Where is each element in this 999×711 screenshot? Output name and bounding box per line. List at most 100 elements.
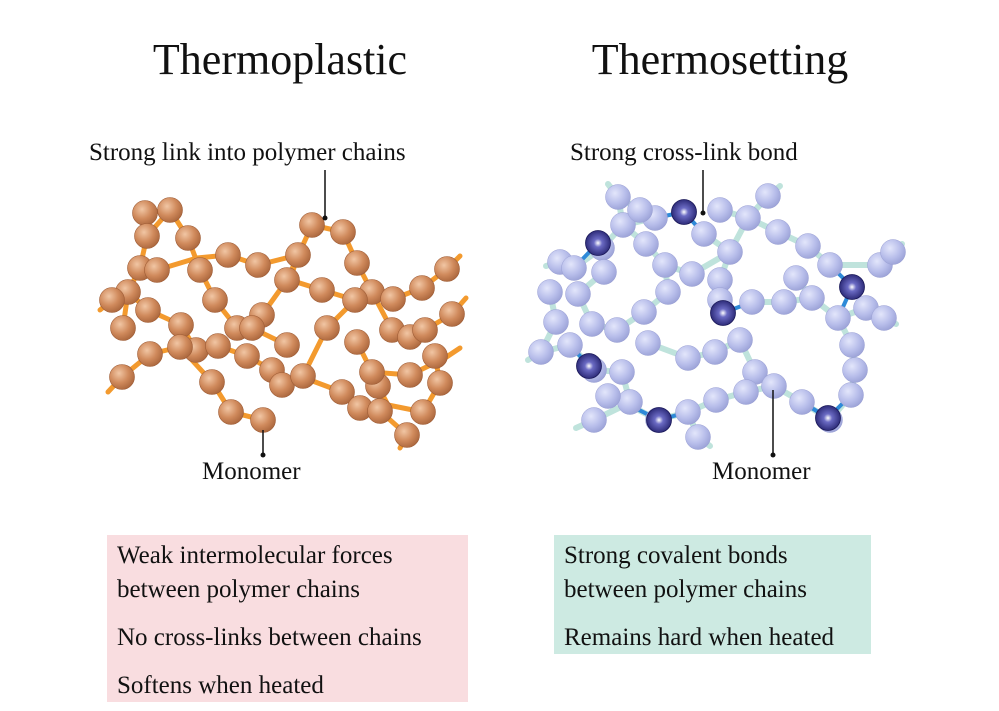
thermosetting-monomer	[727, 327, 753, 353]
thermoplastic-monomer	[285, 242, 311, 268]
thermoplastic-monomer	[380, 286, 406, 312]
thermosetting-monomer	[595, 383, 621, 409]
label-cross-link-bond: Strong cross-link bond	[570, 139, 798, 166]
thermoplastic-monomer	[409, 275, 435, 301]
thermoplastic-monomer	[245, 252, 271, 278]
title-thermoplastic: Thermoplastic	[152, 35, 408, 84]
thermoplastic-monomer	[99, 287, 125, 313]
thermosetting-monomer	[795, 233, 821, 259]
thermosetting-monomer	[765, 219, 791, 245]
thermosetting-monomer	[633, 231, 659, 257]
pointer-monomer-thermosetting-dot	[770, 452, 776, 458]
thermosetting-monomer	[581, 407, 607, 433]
thermosetting-monomer	[675, 399, 701, 425]
thermosetting-monomer	[691, 221, 717, 247]
thermosetting-monomer	[733, 379, 759, 405]
thermoplastic-properties-box: Weak intermolecular forces between polym…	[107, 535, 468, 702]
thermosetting-monomer	[675, 345, 701, 371]
thermoplastic-monomer	[199, 369, 225, 395]
thermoplastic-monomer	[394, 422, 420, 448]
thermoplastic-monomers	[99, 197, 465, 448]
thermosetting-monomer	[635, 330, 661, 356]
thermosetting-monomer	[631, 299, 657, 325]
thermosetting-monomer	[591, 259, 617, 285]
pointer-monomer-thermoplastic-dot	[260, 452, 266, 458]
thermosetting-monomer	[771, 289, 797, 315]
thermoplastic-monomer	[359, 359, 385, 385]
thermoplastic-property-line: between polymer chains	[117, 576, 360, 603]
thermosetting-monomer	[761, 373, 787, 399]
thermoplastic-monomer	[239, 315, 265, 341]
thermoplastic-monomer	[422, 343, 448, 369]
thermosetting-property-line: Remains hard when heated	[564, 624, 835, 651]
pointer-cross-link-bond-dot	[700, 210, 706, 216]
thermosetting-monomer	[783, 265, 809, 291]
thermosetting-monomer	[561, 255, 587, 281]
thermosetting-property-line: Strong covalent bonds	[564, 542, 788, 569]
thermosetting-monomer	[617, 389, 643, 415]
thermosetting-monomer	[755, 183, 781, 209]
thermosetting-monomer	[685, 424, 711, 450]
thermosetting-monomer	[839, 332, 865, 358]
thermoplastic-monomer	[299, 212, 325, 238]
thermoplastic-monomer	[439, 301, 465, 327]
thermoplastic-monomer	[157, 197, 183, 223]
thermoplastic-monomer	[215, 242, 241, 268]
thermosetting-monomer	[702, 339, 728, 365]
thermoplastic-monomer	[109, 364, 135, 390]
thermosetting-monomer	[557, 332, 583, 358]
thermosetting-monomer	[871, 305, 897, 331]
thermoplastic-monomer	[342, 287, 368, 313]
label-monomer-thermosetting: Monomer	[712, 458, 811, 485]
thermosetting-monomer	[604, 317, 630, 343]
label-monomer-thermoplastic: Monomer	[202, 458, 301, 485]
pointer-strong-link-dot	[322, 215, 328, 221]
thermosetting-monomer	[880, 239, 906, 265]
cross-link-atom	[815, 405, 841, 431]
cross-link-atom	[839, 274, 865, 300]
thermosetting-monomer	[717, 239, 743, 265]
thermosetting-chain	[685, 383, 777, 415]
thermoplastic-monomer	[110, 315, 136, 341]
thermoplastic-monomer	[344, 250, 370, 276]
thermoplastic-property-line: Softens when heated	[117, 672, 324, 699]
title-thermosetting: Thermosetting	[591, 35, 849, 84]
thermosetting-monomer	[679, 261, 705, 287]
thermoplastic-monomer	[412, 317, 438, 343]
thermoplastic-monomer	[132, 200, 158, 226]
thermosetting-monomer	[789, 389, 815, 415]
label-pointers	[260, 170, 776, 458]
thermoplastic-monomer	[329, 379, 355, 405]
thermoplastic-monomer	[144, 257, 170, 283]
thermosetting-monomer	[528, 339, 554, 365]
thermoplastic-monomer	[274, 332, 300, 358]
thermoplastic-monomer	[330, 219, 356, 245]
thermosetting-monomer	[655, 279, 681, 305]
thermoplastic-monomer	[135, 297, 161, 323]
thermosetting-monomer	[842, 357, 868, 383]
thermoplastic-monomer	[314, 315, 340, 341]
thermoplastic-monomer	[274, 267, 300, 293]
thermosetting-monomer	[543, 309, 569, 335]
thermoplastic-monomer	[410, 399, 436, 425]
thermosetting-monomer	[579, 311, 605, 337]
cross-link-atom	[576, 353, 602, 379]
thermoplastic-monomer	[205, 333, 231, 359]
thermoplastic-monomer	[187, 257, 213, 283]
thermoplastic-monomer	[234, 343, 260, 369]
thermosetting-monomer	[838, 382, 864, 408]
thermoplastic-property-line: Weak intermolecular forces	[117, 542, 393, 569]
thermoplastic-monomer	[218, 399, 244, 425]
thermosetting-monomer	[652, 252, 678, 278]
thermoplastic-monomer	[397, 362, 423, 388]
thermosetting-monomer	[627, 197, 653, 223]
thermosetting-chain	[662, 231, 733, 277]
thermosetting-monomer	[565, 281, 591, 307]
thermoplastic-monomer	[309, 277, 335, 303]
thermoplastic-monomer	[134, 223, 160, 249]
thermoplastic-monomer	[427, 370, 453, 396]
thermoplastic-monomer	[367, 398, 393, 424]
thermosetting-properties-box: Strong covalent bonds between polymer ch…	[554, 535, 871, 654]
thermoplastic-monomer	[168, 312, 194, 338]
